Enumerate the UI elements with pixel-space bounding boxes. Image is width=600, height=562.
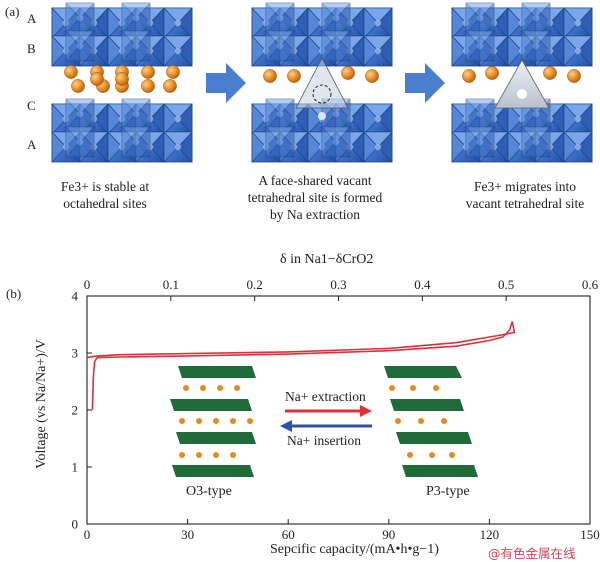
process-arrow-1 — [206, 63, 246, 103]
structure-2-vacancy — [252, 3, 392, 162]
process-arrow-2 — [405, 63, 445, 103]
panel-a-label: (a) — [5, 4, 20, 19]
voltage-curve-2 — [86, 321, 516, 359]
extraction-arrow — [285, 405, 372, 417]
vacancy-circle — [312, 84, 332, 104]
top-tick-label: 0.1 — [163, 277, 179, 292]
y-tick-label: 3 — [72, 346, 79, 361]
vacant-tetrahedral-site — [295, 57, 349, 109]
crystal-structure-diagram — [0, 0, 600, 240]
caption-migration: Fe3+ migrates into vacant tetrahedral si… — [465, 179, 585, 211]
top-tick-label: 0 — [84, 277, 91, 292]
extraction-label: Na+ extraction — [285, 389, 366, 404]
y-tick-label: 1 — [72, 460, 79, 475]
top-tick-label: 0.4 — [414, 277, 431, 292]
x-axis-title: Sepcific capacity/(mA•h•g−1) — [270, 542, 439, 557]
insertion-arrow — [280, 420, 372, 432]
x-tick-label: 60 — [282, 527, 295, 542]
panel-b-label: (b) — [6, 286, 22, 301]
caption-stable: Fe3+ is stable at octahedral sites — [60, 179, 150, 211]
watermark: @有色金属在线 — [488, 546, 576, 561]
top-tick-label: 0.2 — [247, 277, 263, 292]
top-axis-title: δ in Na1−δCrO2 — [280, 252, 374, 267]
voltage-curve-1 — [91, 321, 513, 411]
layer-label-a-top: A — [27, 11, 37, 26]
layer-label-b: B — [27, 41, 36, 56]
layer-label-c: C — [27, 98, 36, 113]
top-tick-label: 0.5 — [498, 277, 514, 292]
p3-structure — [384, 366, 478, 477]
x-tick-label: 150 — [580, 527, 600, 542]
migrated-fe-ion — [517, 89, 527, 99]
y-tick-label: 2 — [72, 403, 79, 418]
top-tick-label: 0.3 — [330, 277, 346, 292]
o3-label: O3-type — [186, 484, 232, 499]
inset-structures — [170, 366, 478, 477]
fe-ion — [318, 112, 326, 120]
caption-vacancy: A face-shared vacant tetrahedral site is… — [247, 173, 383, 222]
top-tick-label: 0.6 — [582, 277, 599, 292]
occupied-tetrahedral-site — [494, 59, 550, 109]
x-tick-label: 120 — [480, 527, 500, 542]
insertion-label: Na+ insertion — [287, 433, 361, 448]
o3-structure — [170, 366, 256, 477]
p3-label: P3-type — [426, 484, 470, 499]
x-tick-label: 90 — [382, 527, 395, 542]
structure-3-migration — [452, 3, 592, 162]
x-tick-label: 0 — [84, 527, 91, 542]
y-tick-label: 4 — [72, 289, 79, 304]
layer-label-a-bottom: A — [27, 137, 37, 152]
y-tick-label: 0 — [72, 517, 79, 532]
x-tick-label: 30 — [181, 527, 194, 542]
